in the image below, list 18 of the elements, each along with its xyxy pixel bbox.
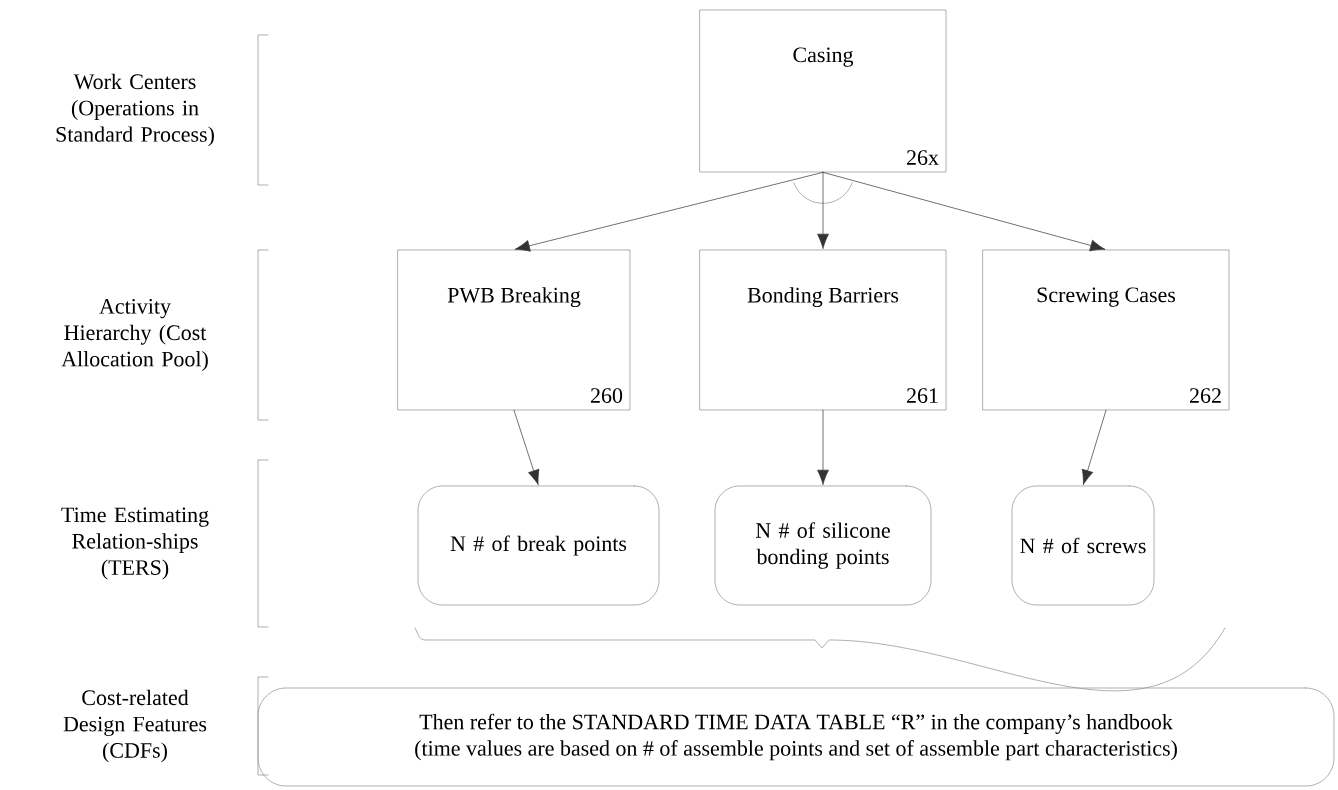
process-box: Screwing Cases 262	[982, 249, 1230, 411]
arrow	[822, 172, 1105, 252]
rounded-box: N # of screws	[1011, 485, 1155, 606]
row-label: Time Estimating Relation-ships (TERS)	[61, 507, 209, 580]
arrow	[515, 172, 824, 252]
process-box: Casing 26x	[699, 9, 947, 173]
row-label: Work Centers (Operations in Standard Process)	[56, 73, 214, 147]
note-box: Then refer to the STANDARD TIME DATA TABLE “R” in the company’s handbook (time values are based on # of assemble points and set of assemble part characteristics)	[257, 687, 1335, 787]
arrow	[817, 172, 829, 249]
arrow	[817, 409, 829, 485]
process-box: PWB Breaking 260	[397, 249, 631, 411]
process-box: Bonding Barriers 261	[699, 249, 947, 411]
row-label: Activity Hierarchy (Cost Allocation Pool)	[61, 299, 208, 371]
arrow	[1081, 409, 1107, 485]
arrow	[513, 409, 540, 485]
row-label: Cost-related Design Features (CDFs)	[63, 689, 207, 763]
rounded-box: N # of silicone bonding points	[714, 485, 932, 606]
rounded-box: N # of break points	[417, 485, 660, 606]
